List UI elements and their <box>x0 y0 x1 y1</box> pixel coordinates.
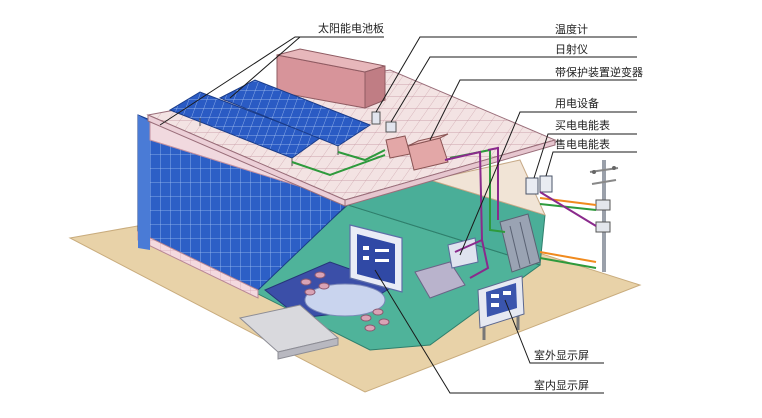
inverter-boxes <box>385 133 449 171</box>
rooftop-structure <box>276 48 386 109</box>
roof-front-edge <box>147 114 346 207</box>
entrance-steps-side <box>277 337 339 360</box>
solar-panel-array <box>168 79 372 166</box>
indoor-display-screen <box>349 224 403 293</box>
grid-lines-orange <box>539 191 597 269</box>
label-appliance: 用电设备 <box>555 96 599 110</box>
leader-lines <box>159 36 637 394</box>
outdoor-display-screen <box>477 275 525 340</box>
label-solar-panel: 太阳能电池板 <box>318 21 384 35</box>
signal-cables-purple <box>444 146 499 279</box>
floor-oval-table <box>304 283 386 317</box>
pyranometer-device <box>385 121 397 133</box>
label-thermometer: 温度计 <box>555 22 588 36</box>
label-inverter: 带保护装置逆变器 <box>555 65 643 79</box>
label-buy-meter: 买电电能表 <box>555 118 610 132</box>
label-pyranometer: 日射仪 <box>555 42 588 56</box>
utility-pole <box>589 160 619 272</box>
indoor-console <box>414 261 466 299</box>
facade-side-face <box>138 115 150 250</box>
stools <box>300 271 390 332</box>
label-outdoor-display: 室外显示屏 <box>534 348 589 362</box>
thermometer-device <box>371 111 381 125</box>
distribution-cabinet <box>499 213 541 273</box>
label-sell-meter: 售电电能表 <box>555 137 610 151</box>
buy-electricity-meter <box>525 175 553 195</box>
label-indoor-display: 室内显示屏 <box>534 378 589 392</box>
